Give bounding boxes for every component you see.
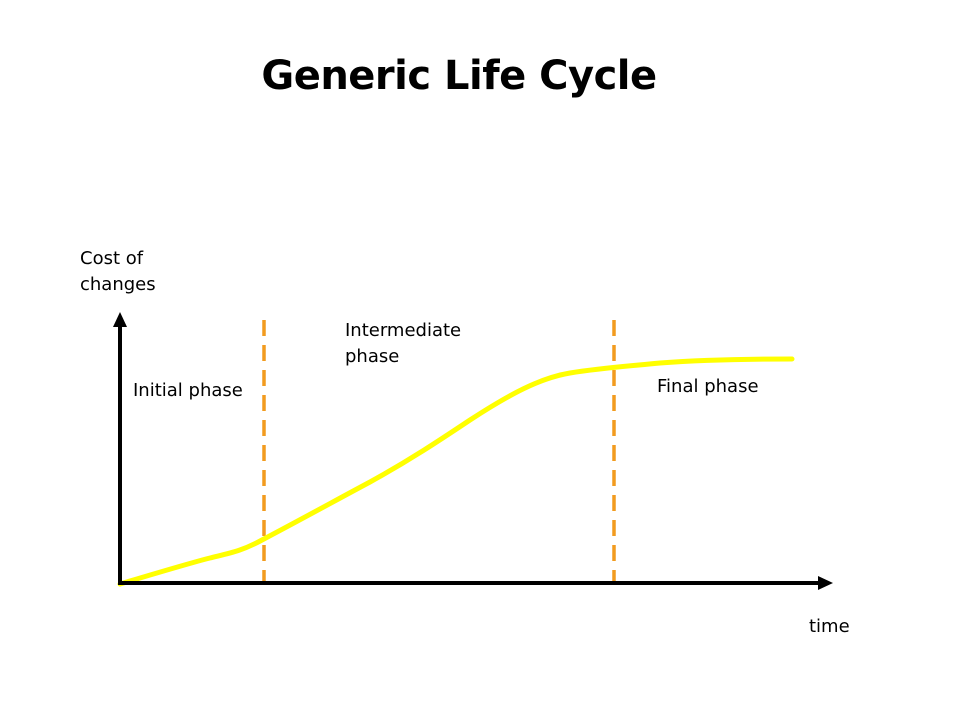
phase-label-intermediate-line2: phase: [345, 346, 400, 367]
phase-label-intermediate: Intermediate phase: [345, 318, 461, 370]
cost-curve: [117, 356, 795, 587]
y-axis-label-line1: Cost of: [80, 248, 144, 269]
phase-label-final: Final phase: [657, 376, 759, 397]
y-axis-label: Cost of changes: [80, 246, 156, 298]
phase-label-initial: Initial phase: [133, 380, 243, 401]
phase-label-intermediate-line1: Intermediate: [345, 320, 462, 341]
x-axis-arrowhead: [818, 576, 833, 590]
slide-title: Generic Life Cycle: [261, 53, 657, 99]
y-axis-arrowhead: [113, 312, 127, 327]
x-axis-label: time: [809, 616, 850, 637]
y-axis-label-line2: changes: [80, 274, 156, 295]
